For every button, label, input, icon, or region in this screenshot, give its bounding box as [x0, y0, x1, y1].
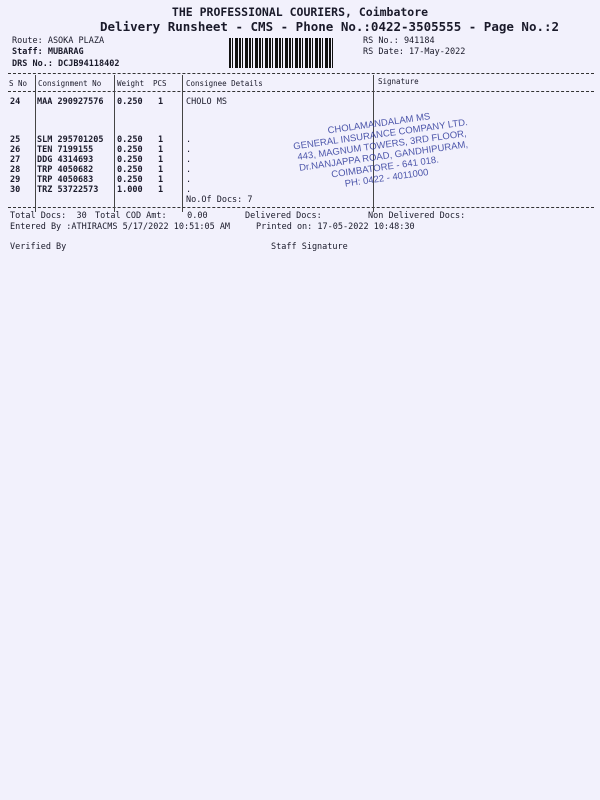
cell-pcs: 1 [158, 97, 164, 107]
cell-details: . [186, 185, 192, 195]
cell-sno: 26 [10, 145, 21, 155]
total-cod: Total COD Amt: 0.00 [95, 211, 208, 221]
cell-sno: 25 [10, 135, 21, 145]
divider [8, 73, 594, 74]
staff: Staff: MUBARAG [12, 47, 84, 57]
rs-no: RS No.: 941184 [363, 36, 435, 46]
table-row: 26 TEN 7199155 0.250 1. [0, 145, 600, 155]
cell-cons: TRP 4050683 [37, 175, 94, 185]
cell-sno: 29 [10, 175, 21, 185]
cell-pcs: 1 [158, 135, 164, 145]
cell-cons: TRZ 53722573 [37, 185, 99, 195]
column-line [182, 75, 183, 212]
no-of-docs: No.Of Docs: 7 [186, 195, 253, 205]
barcode [229, 38, 335, 68]
verified-by: Verified By [10, 242, 67, 252]
cell-details: . [186, 155, 192, 165]
cell-details: . [186, 135, 192, 145]
table-row: 29 TRP 4050683 0.250 1. [0, 175, 600, 185]
cell-details: CHOLO MS [186, 97, 227, 107]
table-row: 27 DDG 4314693 0.250 1. [0, 155, 600, 165]
cell-cons: TRP 4050682 [37, 165, 94, 175]
cell-details: . [186, 175, 192, 185]
company-title: THE PROFESSIONAL COURIERS, Coimbatore [171, 5, 429, 19]
printed-on: Printed on: 17-05-2022 10:48:30 [256, 222, 415, 232]
divider [8, 91, 594, 92]
table-row: 30 TRZ 53722573 1.000 1. [0, 185, 600, 195]
cell-weight: 0.250 [117, 135, 143, 145]
table-row: 28 TRP 4050682 0.250 1. [0, 165, 600, 175]
runsheet-subtitle: Delivery Runsheet - CMS - Phone No.:0422… [100, 19, 560, 34]
cell-cons: MAA 290927576 [37, 97, 104, 107]
delivered-docs: Delivered Docs: [245, 211, 322, 221]
column-line [114, 75, 115, 212]
col-consignee: Consignee Details [186, 79, 263, 88]
cell-pcs: 1 [158, 145, 164, 155]
cell-sno: 30 [10, 185, 21, 195]
cell-weight: 1.000 [117, 185, 143, 195]
cell-pcs: 1 [158, 165, 164, 175]
cell-weight: 0.250 [117, 97, 143, 107]
total-docs: Total Docs: 30 [10, 211, 87, 221]
cell-weight: 0.250 [117, 145, 143, 155]
company-stamp: CHOLAMANDALAM MS GENERAL INSURANCE COMPA… [277, 104, 493, 222]
column-line [373, 75, 374, 212]
cell-sno: 27 [10, 155, 21, 165]
col-pcs: PCS [153, 79, 167, 88]
drs-no: DRS No.: DCJB94118402 [12, 59, 120, 69]
col-consignment: Consignment No [38, 79, 102, 88]
cell-cons: DDG 4314693 [37, 155, 94, 165]
cell-weight: 0.250 [117, 155, 143, 165]
cell-weight: 0.250 [117, 175, 143, 185]
divider [8, 207, 594, 208]
staff-signature: Staff Signature [271, 242, 348, 252]
cell-weight: 0.250 [117, 165, 143, 175]
cell-details: . [186, 165, 192, 175]
table-row: 24 MAA 290927576 0.250 1 CHOLO MS [0, 97, 600, 107]
cell-cons: TEN 7199155 [37, 145, 94, 155]
col-weight: Weight [117, 79, 145, 88]
non-delivered-docs: Non Delivered Docs: [368, 211, 466, 221]
col-signature: Signature [378, 77, 419, 86]
route: Route: ASOKA PLAZA [12, 36, 105, 46]
table-row: 25 SLM 295701205 0.250 1. [0, 135, 600, 145]
cell-pcs: 1 [158, 185, 164, 195]
cell-sno: 24 [10, 97, 21, 107]
cell-pcs: 1 [158, 175, 164, 185]
entered-by: Entered By :ATHIRACMS 5/17/2022 10:51:05… [10, 222, 231, 232]
cell-pcs: 1 [158, 155, 164, 165]
cell-sno: 28 [10, 165, 21, 175]
cell-details: . [186, 145, 192, 155]
col-sno: S No [9, 79, 28, 88]
column-line [35, 75, 36, 212]
rs-date: RS Date: 17-May-2022 [363, 47, 466, 57]
cell-cons: SLM 295701205 [37, 135, 104, 145]
